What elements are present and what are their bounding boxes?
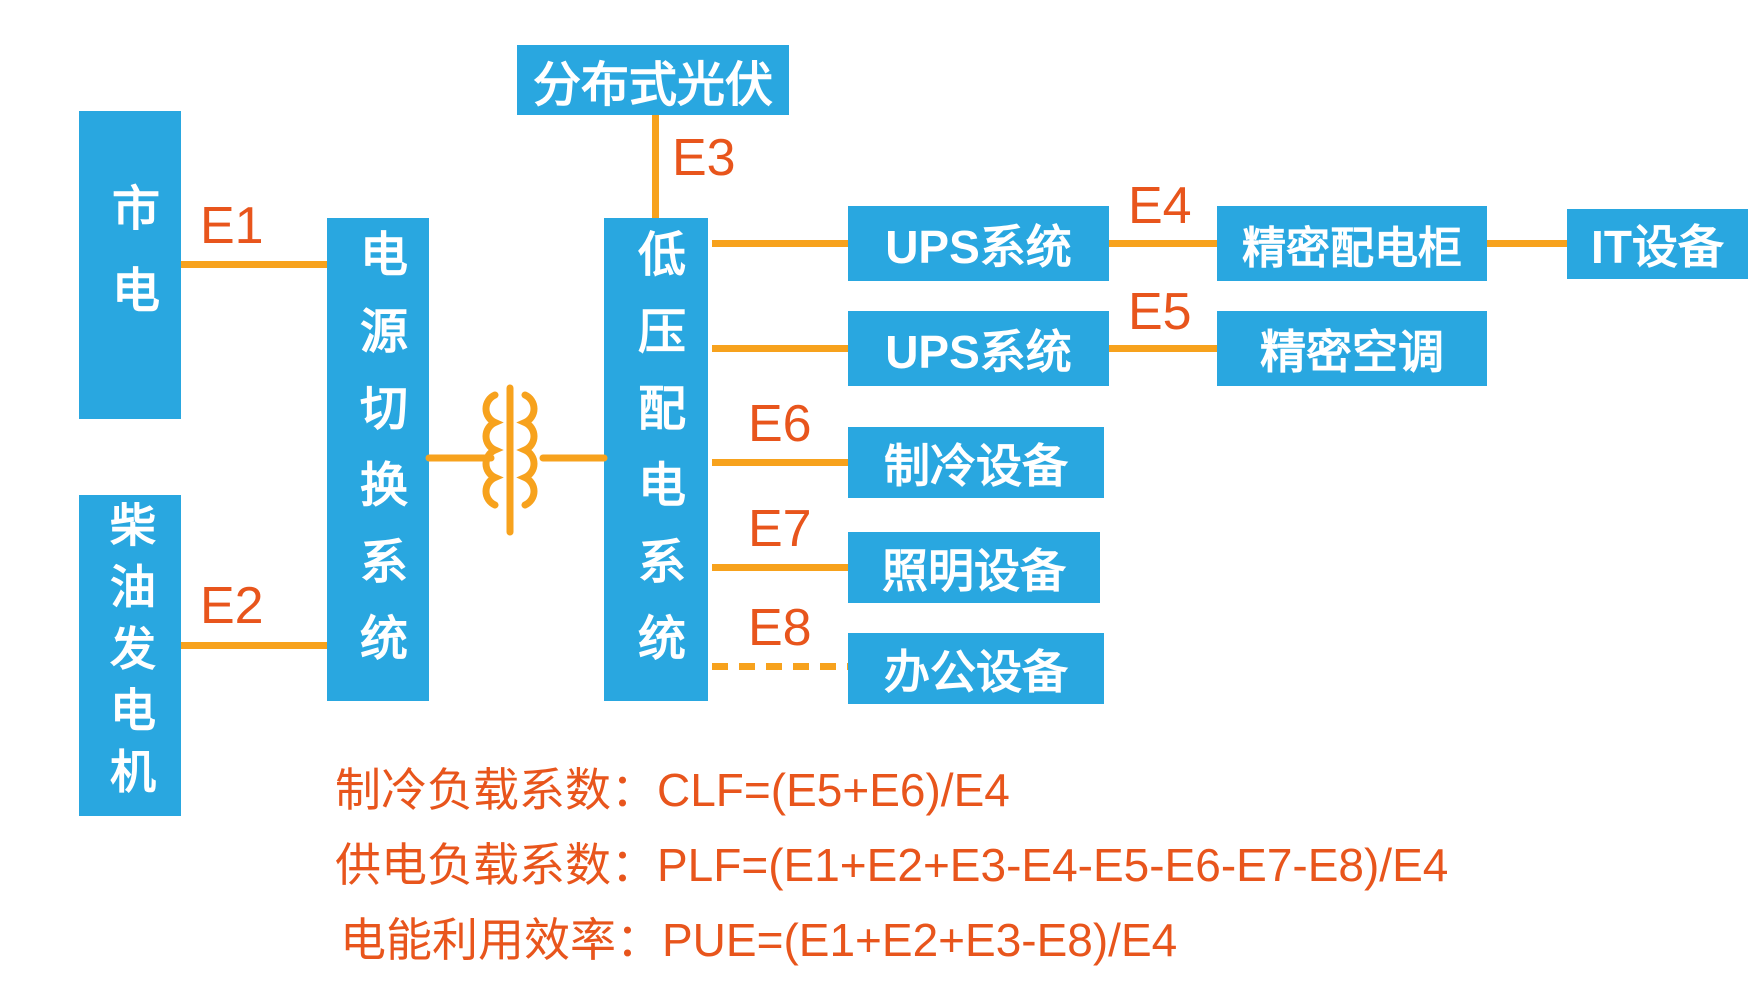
node-utility-power-label: 市电 [104,183,157,347]
node-ups-system-2: UPS系统 [848,311,1109,386]
node-precision-ac: 精密空调 [1217,311,1487,386]
transformer-icon [425,384,608,536]
formula-pue: 电能利用效率：PUE=(E1+E2+E3-E8)/E4 [340,914,1178,966]
edge-lv-to-ups1-line [712,240,848,247]
node-power-switch-system-label: 电源切换系统 [352,229,405,690]
node-office-equipment: 办公设备 [848,633,1104,704]
node-distributed-pv: 分布式光伏 [517,45,789,115]
node-utility-power: 市电 [79,111,181,419]
node-cooling-equipment-label: 制冷设备 [884,439,1068,492]
edge-e8-dashed-line [712,663,848,670]
node-power-switch-system: 电源切换系统 [327,218,429,701]
edge-label-e4: E4 [1128,177,1192,235]
node-lighting-equipment: 照明设备 [848,532,1100,603]
edge-e7-line [712,564,848,571]
node-lighting-equipment-label: 照明设备 [882,544,1066,597]
edge-label-e5: E5 [1128,283,1192,341]
node-office-equipment-label: 办公设备 [884,645,1068,698]
node-ups-system-1: UPS系统 [848,206,1109,281]
formula-clf: 制冷负载系数：CLF=(E5+E6)/E4 [335,764,1010,816]
node-lv-distribution-system-label: 低压配电系统 [630,229,683,690]
node-it-equipment: IT设备 [1567,209,1748,279]
edge-e2-line [181,642,327,649]
edge-label-e6: E6 [748,395,812,453]
edge-label-e2: E2 [200,577,264,635]
node-precision-power-cabinet-label: 精密配电柜 [1242,223,1462,273]
node-ups-system-1-label: UPS系统 [885,220,1072,273]
node-distributed-pv-label: 分布式光伏 [532,59,773,112]
edge-e5-line [1109,345,1217,352]
edge-label-e8: E8 [748,599,812,657]
edge-e6-line [712,459,848,466]
edge-e4-line [1109,240,1217,247]
edge-label-e7: E7 [748,500,812,558]
edge-label-e3: E3 [672,129,736,187]
node-it-equipment-label: IT设备 [1591,221,1724,273]
edge-e3-line [652,115,659,218]
node-precision-ac-label: 精密空调 [1260,325,1444,378]
node-ups-system-2-label: UPS系统 [885,325,1072,378]
edge-cabinet-to-it-line [1487,240,1567,247]
node-diesel-generator: 柴油发电机 [79,495,181,816]
node-precision-power-cabinet: 精密配电柜 [1217,206,1487,281]
edge-lv-to-ups2-line [712,345,848,352]
node-diesel-generator-label: 柴油发电机 [104,501,156,810]
edge-label-e1: E1 [200,197,264,255]
formula-plf: 供电负载系数：PLF=(E1+E2+E3-E4-E5-E6-E7-E8)/E4 [335,839,1449,891]
node-cooling-equipment: 制冷设备 [848,427,1104,498]
edge-e1-line [181,261,327,268]
node-lv-distribution-system: 低压配电系统 [604,218,708,701]
